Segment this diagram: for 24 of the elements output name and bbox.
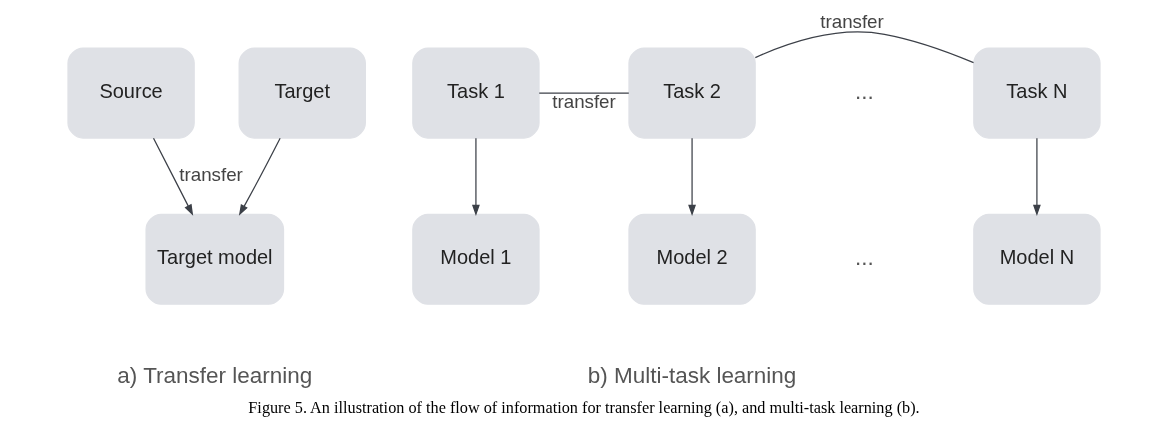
connector (754, 31, 975, 64)
node-box: Model N (973, 213, 1101, 305)
edge-label: transfer (179, 163, 243, 185)
arrow (688, 137, 696, 216)
node-box: Target (238, 47, 366, 139)
node-box: Target model (145, 213, 285, 305)
edge-label: transfer (552, 91, 616, 113)
label: a) Transfer learning (117, 363, 313, 389)
arrow (1032, 137, 1041, 216)
arrow (472, 137, 480, 216)
arrow (238, 137, 281, 216)
edge-label: transfer (820, 11, 884, 33)
connector (538, 92, 630, 94)
node-box: Model 1 (412, 213, 540, 305)
caption: Figure 5. An illustration of the flow of information for transfer learning (a), and multi-task learning (b). (248, 399, 920, 418)
label: ... (855, 78, 874, 104)
node-box: Model 2 (628, 213, 756, 305)
label: ... (855, 244, 874, 270)
node-box: Task 1 (412, 47, 540, 139)
arrow (152, 137, 194, 216)
label: b) Multi-task learning (587, 363, 797, 389)
node-box: Source (67, 47, 195, 139)
node-box: Task 2 (628, 47, 756, 139)
node-box: Task N (973, 47, 1101, 139)
